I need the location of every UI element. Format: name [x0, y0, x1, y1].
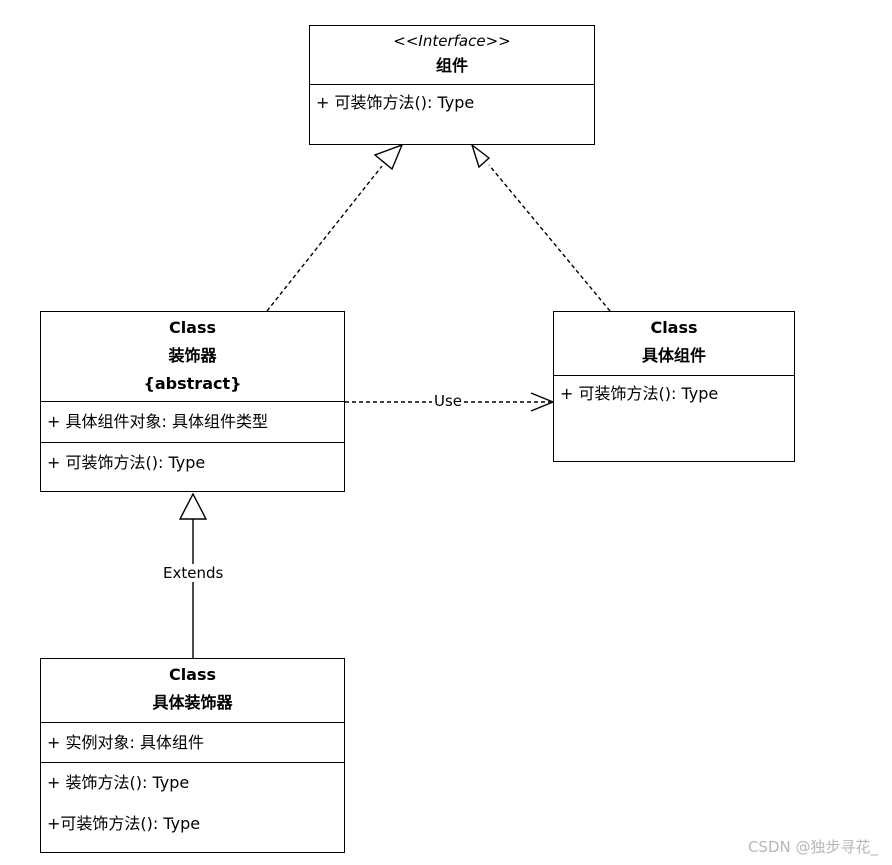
- realization-arrow-decorator-to-interface: [266, 143, 404, 312]
- decorator-operations: + 可装饰方法(): Type: [41, 443, 344, 483]
- interface-operation: + 可装饰方法(): Type: [316, 93, 475, 112]
- decorator-class-box[interactable]: Class 装饰器 {abstract} + 具体组件对象: 具体组件类型 + …: [40, 311, 345, 492]
- concrete-decorator-class-box[interactable]: Class 具体装饰器 + 实例对象: 具体组件 + 装饰方法(): Type …: [40, 658, 345, 853]
- decorator-operation: + 可装饰方法(): Type: [47, 453, 206, 472]
- decorator-name: 装饰器: [168, 346, 217, 365]
- interface-header: <<Interface>> 组件: [310, 26, 594, 85]
- watermark: CSDN @独步寻花_: [747, 838, 878, 856]
- concrete-decorator-kind: Class: [168, 665, 217, 684]
- interface-name: 组件: [435, 56, 468, 75]
- concrete-decorator-attribute: + 实例对象: 具体组件: [47, 733, 204, 752]
- decorator-modifier: {abstract}: [143, 374, 242, 393]
- concrete-component-operations: + 可装饰方法(): Type: [554, 376, 794, 412]
- decorator-attribute: + 具体组件对象: 具体组件类型: [47, 412, 268, 431]
- concrete-decorator-operation: + 装饰方法(): Type: [47, 773, 190, 792]
- concrete-decorator-attributes: + 实例对象: 具体组件: [41, 723, 344, 763]
- concrete-decorator-operations: + 装饰方法(): Type +可装饰方法(): Type: [41, 763, 344, 846]
- decorator-attributes: + 具体组件对象: 具体组件类型: [41, 402, 344, 443]
- extends-generalization-arrow: [178, 492, 208, 658]
- concrete-component-operation: + 可装饰方法(): Type: [560, 384, 719, 403]
- extends-label: Extends: [161, 564, 226, 582]
- interface-box[interactable]: <<Interface>> 组件 + 可装饰方法(): Type: [309, 25, 595, 145]
- concrete-component-name: 具体组件: [641, 346, 706, 365]
- concrete-component-header: Class 具体组件: [554, 312, 794, 376]
- concrete-component-kind: Class: [650, 318, 698, 337]
- realization-arrow-component-to-interface: [470, 143, 611, 312]
- concrete-decorator-name: 具体装饰器: [152, 693, 233, 712]
- decorator-header: Class 装饰器 {abstract}: [41, 312, 344, 402]
- concrete-component-class-box[interactable]: Class 具体组件 + 可装饰方法(): Type: [553, 311, 795, 462]
- decorator-kind: Class: [168, 318, 217, 337]
- interface-stereotype: <<Interface>>: [393, 32, 511, 50]
- interface-operations: + 可装饰方法(): Type: [310, 85, 594, 121]
- use-label: Use: [432, 392, 465, 410]
- concrete-decorator-operation: +可装饰方法(): Type: [47, 814, 201, 833]
- concrete-decorator-header: Class 具体装饰器: [41, 659, 344, 723]
